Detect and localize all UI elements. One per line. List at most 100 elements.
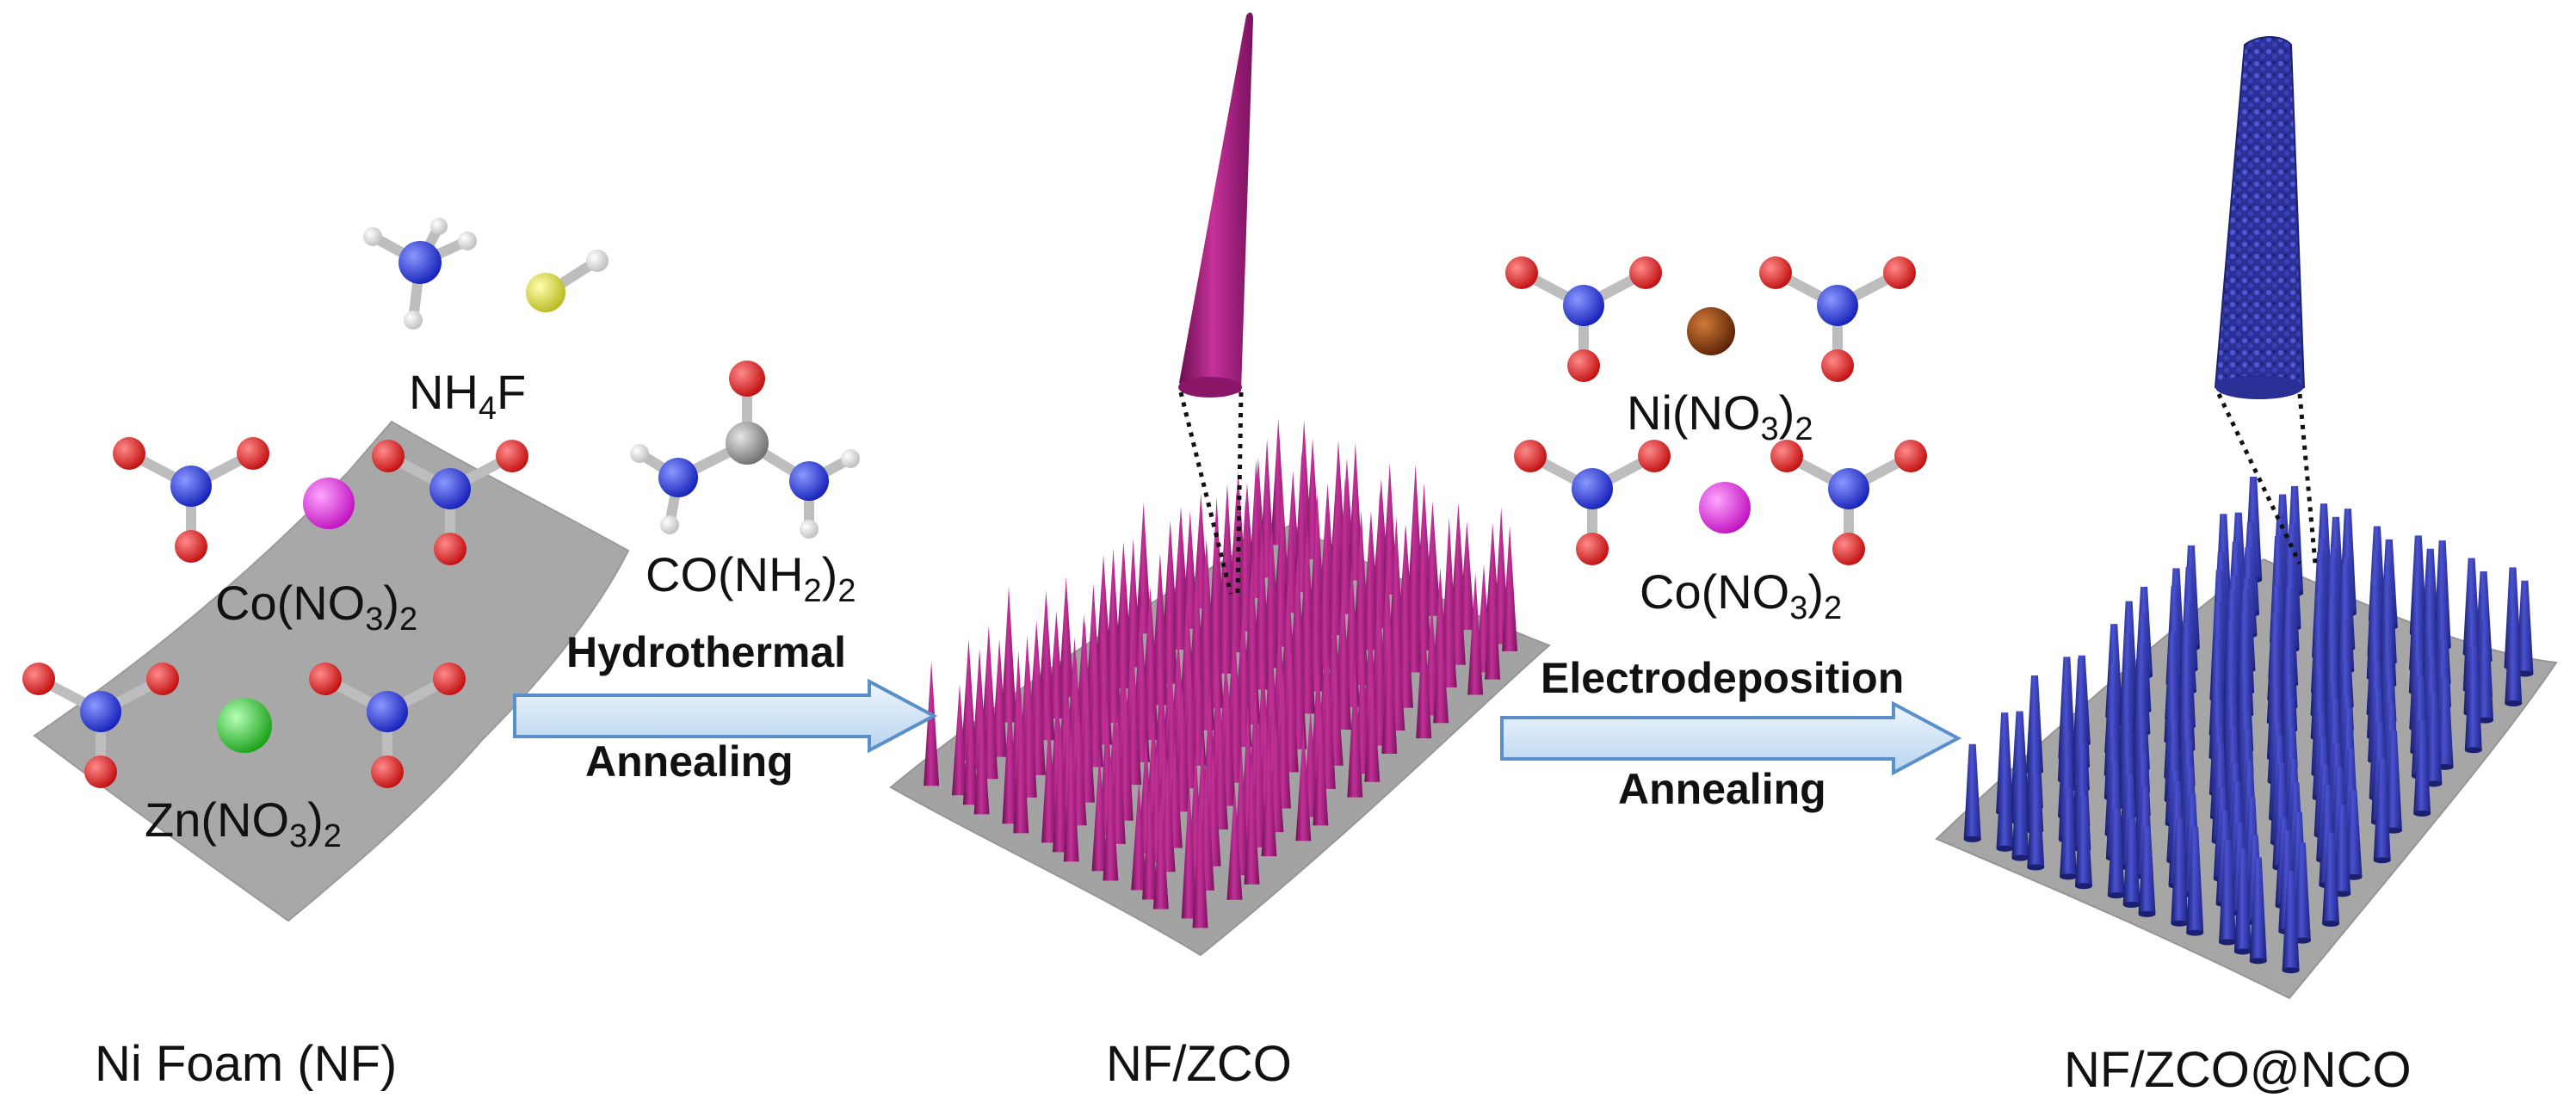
nco-nanocone [2373, 758, 2391, 860]
oxygen-atom [1567, 349, 1600, 382]
zco-nanocone [1245, 603, 1261, 725]
zco-nanocone [1226, 785, 1243, 900]
nitrogen-atom [789, 461, 829, 501]
oxygen-atom [1883, 256, 1916, 289]
oxygen-atom [1759, 256, 1792, 289]
oxygen-atom [496, 440, 528, 472]
zco-nanocone [1052, 720, 1068, 853]
nco-cone-foot [2516, 670, 2534, 677]
zco-nanocone [1171, 521, 1188, 650]
zco-nanocone [1125, 538, 1141, 668]
zco-nanocone [982, 658, 998, 780]
ammonium-ion [363, 218, 477, 330]
molecules-stage1 [22, 218, 860, 788]
zco-nanocone [1126, 653, 1142, 786]
nitrogen-atom [1563, 285, 1604, 326]
zco-nanocone [1319, 650, 1336, 789]
caption-nf-zco-nco: NF/ZCO@NCO [2064, 1042, 2412, 1098]
zco-nanocone [1244, 756, 1260, 885]
zco-nanocone [1261, 737, 1277, 857]
zco-cone-base [1178, 377, 1242, 398]
nco-cone-foot [2027, 864, 2045, 871]
nitrate-ion [1770, 440, 1927, 565]
zco-nanocone [1347, 662, 1363, 798]
oxygen-atom [1821, 349, 1854, 382]
oxygen-atom [1638, 440, 1671, 472]
nco-cone-foot [2282, 967, 2300, 974]
zco-nanocone [1135, 502, 1152, 634]
zco-nanocone [1143, 628, 1159, 740]
nitrate-ion [1505, 256, 1662, 382]
zoom-line-right [1235, 392, 1244, 595]
nco-nanocone [2138, 826, 2156, 915]
zco-nanocone [1326, 595, 1343, 722]
zco-nanocone [1048, 610, 1065, 718]
annealing-label-1: Annealing [585, 737, 794, 786]
zco-nanocone [1485, 545, 1501, 680]
nco-nanocone [2233, 848, 2252, 952]
nitrate-ion [22, 663, 179, 788]
zco-nanocone [1079, 671, 1096, 803]
nitrogen-atom [658, 458, 698, 497]
zco-nanocone [1433, 609, 1449, 724]
hydrothermal-arrow [513, 678, 938, 754]
nitrate-ion [113, 437, 269, 563]
zco-nanocone [1189, 583, 1205, 723]
nco-cone-base [2215, 375, 2303, 399]
zco-nanocone [1313, 698, 1329, 826]
oxygen-atom [434, 533, 466, 565]
zco-nanocone [1353, 570, 1369, 685]
zinc-ion [217, 698, 272, 753]
zco-nanocone [1142, 786, 1158, 900]
zco-nanocone [1406, 539, 1423, 673]
zco-nanocone-array [924, 418, 1518, 928]
oxygen-atom [175, 530, 207, 563]
nco-nanocone [2333, 805, 2351, 894]
zoom-line-left [1178, 392, 1233, 595]
zco-nanocone [1273, 532, 1289, 647]
zco-nanocone [1415, 519, 1431, 650]
nitrogen-atom [367, 691, 408, 732]
oxygen-atom [1629, 256, 1662, 289]
zco-nanocone [1318, 538, 1334, 670]
nco-nanocone [2282, 870, 2300, 971]
zco-nanocone [1105, 597, 1121, 724]
co-nitrate-label-1: Co(NO3)2 [215, 576, 418, 638]
nco-nanocone [2186, 826, 2204, 934]
zco-nanocone [1109, 709, 1126, 844]
nco-cone-foot [2122, 902, 2140, 909]
hydrogen-atom [841, 449, 860, 468]
zco-nanocone [1013, 691, 1029, 834]
nco-cone-foot [2413, 811, 2431, 817]
zco-nanocone [962, 690, 979, 805]
hydrogen-atom [458, 231, 477, 250]
zco-nanocone [1253, 558, 1269, 690]
nco-cone-foot [2505, 700, 2523, 707]
nco-cone-foot [1963, 835, 1981, 842]
nitrogen-atom [398, 241, 442, 284]
oxygen-atom [433, 663, 466, 695]
zco-nanocone [1372, 613, 1388, 746]
nco-cone-foot [2373, 857, 2391, 864]
nco-nanocone [2425, 693, 2443, 784]
nco-cone-foot [2011, 854, 2029, 861]
zco-nanocone [1263, 531, 1279, 669]
oxygen-atom [309, 663, 342, 695]
oxygen-atom [22, 663, 55, 695]
zco-nanocone [1103, 756, 1119, 881]
fluorine-atom [526, 273, 565, 312]
zco-nanocone [1381, 462, 1398, 595]
zoom-line-left-2 [2216, 392, 2302, 565]
hydrogen-atom [430, 218, 448, 235]
urea-label: CO(NH2)2 [646, 547, 856, 609]
nco-nanocone [2344, 790, 2363, 878]
zco-nanocone [973, 696, 990, 815]
cobalt-ion [303, 478, 355, 529]
oxygen-atom [237, 437, 269, 470]
nco-cone-foot [2219, 939, 2237, 946]
nco-cone-foot [2425, 780, 2443, 787]
nco-magnified-cone [2214, 36, 2306, 398]
fluoride [526, 250, 608, 312]
zco-nanocone [1364, 668, 1381, 782]
